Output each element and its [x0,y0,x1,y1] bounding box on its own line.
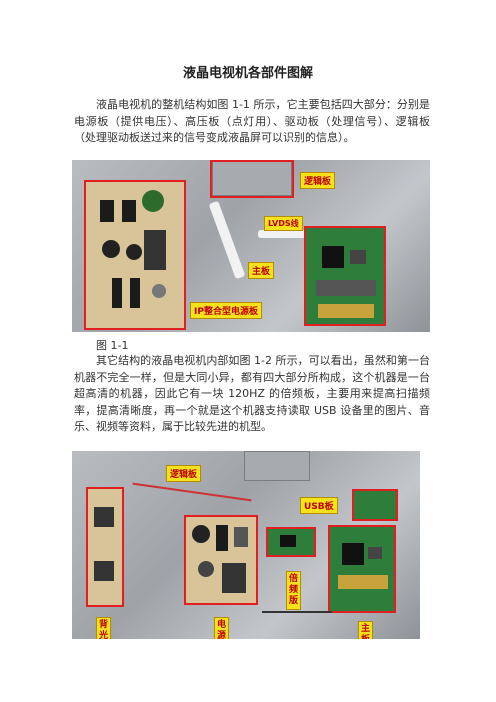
backlight-highlight [86,487,124,607]
usb-highlight [352,489,398,521]
main-board-2-highlight [328,525,396,613]
logic-board-2 [244,451,310,481]
main-board-highlight [304,226,386,326]
label-power: 电源 [214,617,229,639]
label-lvds: LVDS线 [264,216,303,231]
figure-1-caption: 图 1-1 [96,339,129,352]
usb-board [354,491,396,519]
label-doubler: 倍频版 [286,571,301,610]
doubler-highlight [266,527,316,557]
label-main-board-2: 主板 [358,621,373,639]
paragraph-second: 其它结构的液晶电视机内部如图 1-2 所示，可以看出，虽然和第一台机器不完全一样… [74,354,430,433]
label-psu: IP整合型电源板 [190,302,262,319]
figure-1-photo: 逻辑板 LVDS线 主板 IP整合型电源板 [72,160,430,332]
label-logic-board-2: 逻辑板 [166,465,202,482]
power-board-2-highlight [184,515,258,605]
label-usb-board: USB板 [300,497,338,514]
power-board-highlight [84,180,186,330]
page-title: 液晶电视机各部件图解 [182,66,313,81]
figure-2-photo: 逻辑板 USB板 倍频版 背光 电源 主板 [72,451,420,639]
logic-board-highlight [210,160,294,198]
label-main-board: 主板 [248,262,275,279]
label-backlight: 背光 [96,617,111,639]
main-board-2 [330,527,394,611]
logic-board [212,160,292,196]
label-logic-board: 逻辑板 [300,172,336,189]
paragraph-intro: 液晶电视机的整机结构如图 1-1 所示，它主要包括四大部分：分别是电源板（提供电… [74,98,430,144]
lvds-cable [208,200,246,280]
